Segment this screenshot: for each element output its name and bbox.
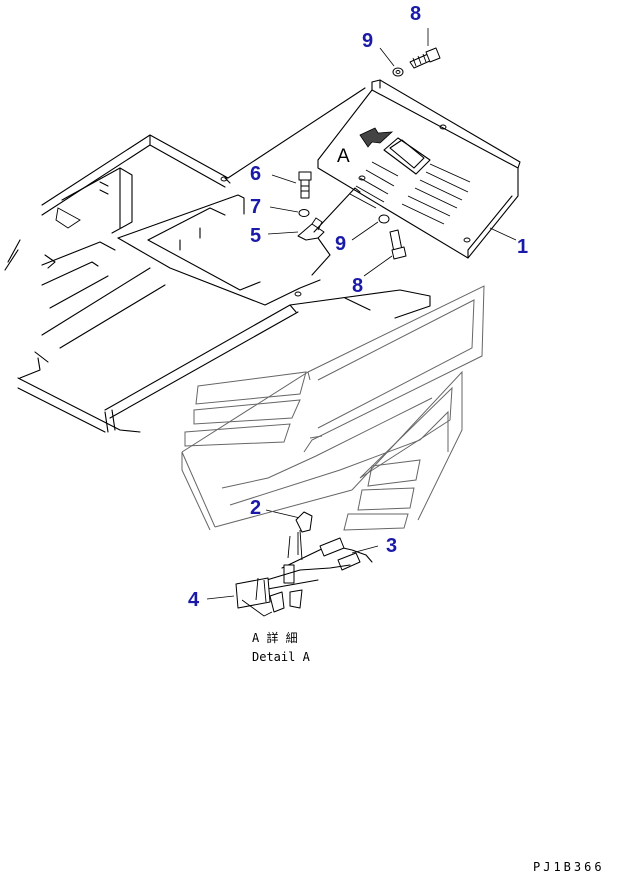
- callout-8-mid: 8: [352, 275, 363, 297]
- washer-left: [298, 209, 310, 217]
- callout-9-mid: 9: [335, 233, 346, 255]
- cover-louvers: [349, 161, 471, 225]
- arrow-symbol: [359, 127, 394, 148]
- washer-top: [392, 67, 404, 77]
- clip-bracket: [297, 217, 325, 241]
- machine-frame: [4, 87, 431, 433]
- drawing-code: PJ1B366: [533, 860, 605, 874]
- bolt-top: [409, 47, 441, 69]
- bolt-mid: [389, 229, 407, 260]
- washer-mid: [378, 214, 390, 224]
- callout-9-top: 9: [362, 30, 373, 52]
- callout-6: 6: [250, 163, 261, 185]
- detail-a-drawing: [235, 511, 373, 617]
- callout-4: 4: [188, 589, 200, 611]
- brand-emblem: [181, 285, 485, 531]
- bolt-left: [298, 171, 312, 199]
- callout-3: 3: [386, 535, 397, 557]
- callout-8-top: 8: [410, 3, 421, 25]
- detail-caption-en: Detail A: [252, 650, 311, 664]
- callout-7: 7: [250, 196, 261, 218]
- callout-2: 2: [250, 497, 261, 519]
- callout-1: 1: [517, 236, 528, 258]
- detail-caption-jp: A 詳 細: [252, 630, 298, 645]
- cover-plate: A: [317, 79, 521, 259]
- view-marker-label: A: [337, 146, 350, 167]
- callout-5: 5: [250, 225, 261, 247]
